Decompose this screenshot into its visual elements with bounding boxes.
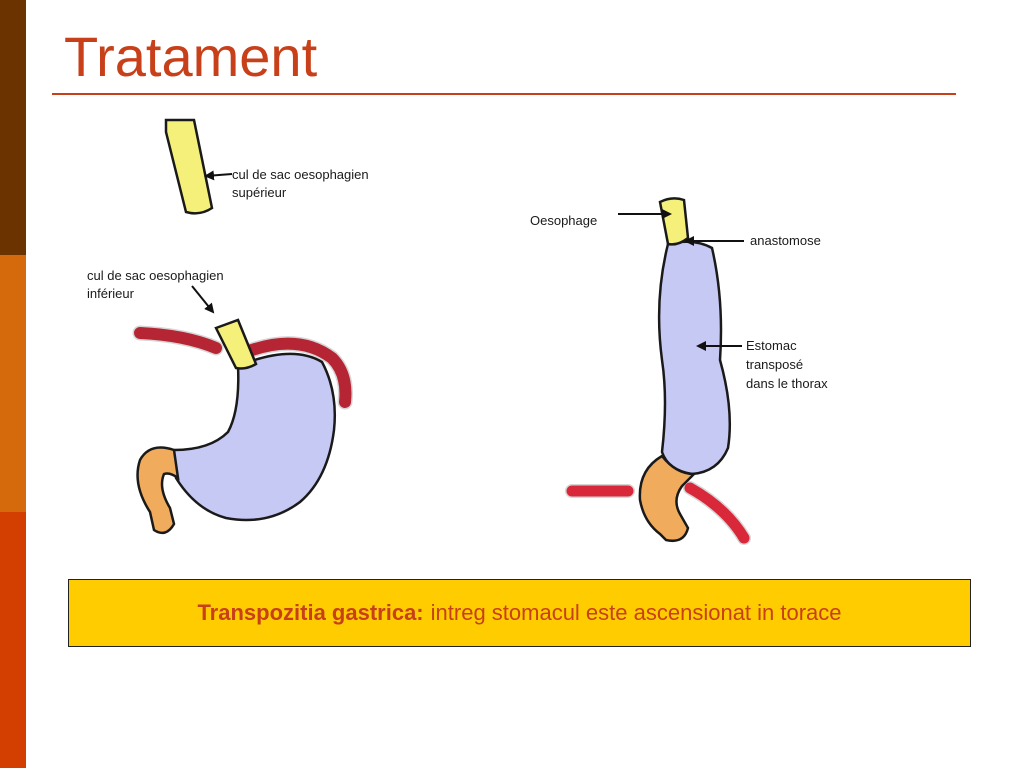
vessel-left — [134, 327, 352, 408]
sidebar-segment-top — [0, 0, 26, 255]
stomach-left — [172, 352, 337, 522]
stomach-right — [657, 240, 732, 476]
caption-box: Transpozitia gastrica: intreg stomacul e… — [68, 579, 971, 647]
label-upper-pouch-line1: cul de sac oesophagien — [232, 167, 369, 182]
sidebar-segment-bottom — [0, 512, 26, 768]
label-anastomose: anastomose — [750, 233, 821, 248]
diagram-before: cul de sac oesophagien supérieur cul de … — [87, 118, 369, 535]
label-estomac-line3: dans le thorax — [746, 376, 828, 391]
label-upper-pouch-line2: supérieur — [232, 185, 287, 200]
esophagus-right — [658, 197, 690, 246]
vessel-left-outline — [132, 325, 353, 410]
vessel-right — [566, 482, 750, 544]
label-estomac-line1: Estomac — [746, 338, 797, 353]
caption-text: intreg stomacul este ascensionat in tora… — [430, 600, 842, 625]
label-estomac-line2: transposé — [746, 357, 803, 372]
caption-term: Transpozitia gastrica: — [197, 600, 424, 625]
slide-title: Tratament — [64, 25, 318, 88]
diagram-after: Oesophage anastomose Estomac transposé d… — [530, 197, 828, 545]
duodenum-left — [136, 446, 180, 535]
label-lower-pouch-line2: inférieur — [87, 286, 135, 301]
label-oesophage: Oesophage — [530, 213, 597, 228]
arrow-lower-pouch — [191, 285, 215, 314]
upper-esophageal-pouch — [164, 118, 214, 215]
label-lower-pouch-line1: cul de sac oesophagien — [87, 268, 224, 283]
arrow-upper-pouch — [204, 170, 233, 181]
sidebar-segment-middle — [0, 255, 26, 512]
title-underline — [52, 93, 956, 95]
sidebar-decoration — [0, 0, 26, 768]
lower-esophageal-pouch — [214, 318, 258, 370]
duodenum-right — [638, 454, 698, 542]
